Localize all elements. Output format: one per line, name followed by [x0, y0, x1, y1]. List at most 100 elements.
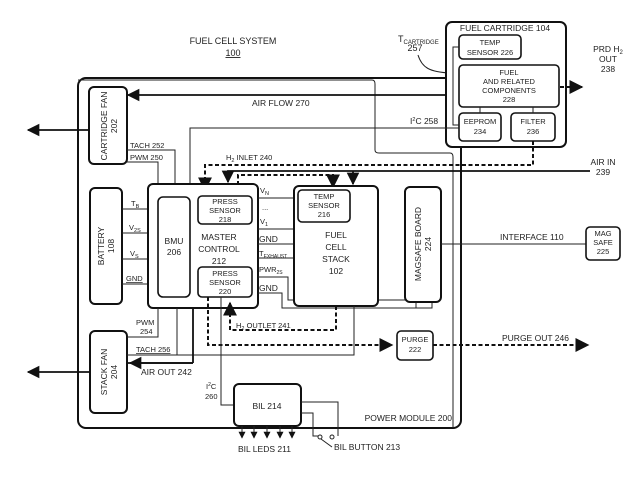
master-control-line1: MASTER	[201, 232, 236, 242]
temp-sensor-226-line2: SENSOR 226	[467, 48, 513, 57]
battery-bmu-lines	[122, 208, 158, 285]
v2s-label: V2S	[129, 223, 141, 234]
pwm-254-label-line2: 254	[140, 327, 153, 336]
air-in-label-line2: 239	[596, 167, 610, 177]
press-sensor-220-line2: SENSOR	[209, 278, 241, 287]
pwm-250-line	[127, 161, 159, 184]
stack-fan-line1: STACK FAN	[99, 349, 109, 396]
bil-button-contact-1	[317, 434, 323, 440]
fuel-cell-stack-line1: FUEL	[325, 230, 347, 240]
fuel-components-box	[458, 64, 560, 108]
i2c-260-label: I2C	[206, 382, 217, 391]
ellipsis-label: ...	[262, 203, 268, 212]
cartridge-fan-line2: 202	[109, 119, 119, 133]
components-links	[479, 107, 534, 113]
power-module-box	[77, 77, 462, 429]
tb-label: TB	[131, 199, 140, 210]
vs-label: VS	[130, 249, 139, 260]
air-out-label: AIR OUT 242	[141, 367, 192, 377]
fuel-cell-stack-line2: CELL	[325, 242, 347, 252]
mag-safe-line3: 225	[597, 247, 610, 256]
air-in-label-line1: AIR IN	[590, 157, 615, 167]
fuel-components-line4: 228	[503, 95, 516, 104]
h2-outlet-path	[223, 301, 337, 331]
prd-h2-out-line3: 238	[601, 64, 615, 74]
bil-button-contact-2	[329, 434, 335, 440]
press-sensor-218-line3: 218	[219, 215, 232, 224]
prd-h2-out-line2: OUT	[599, 54, 617, 64]
bil-button-line-1	[301, 401, 339, 436]
stack-fan-line2: 204	[109, 365, 119, 379]
purge-line1: PURGE	[402, 335, 429, 344]
pwr-2s-label: PWR2S	[259, 265, 283, 276]
fuel-components-line2: AND RELATED	[483, 77, 536, 86]
svg-text:TCARTRIDGE: TCARTRIDGE	[398, 34, 439, 46]
fuel-cartridge-label: FUEL CARTRIDGE 104	[460, 23, 550, 33]
press-sensor-220-line3: 220	[219, 287, 232, 296]
t-cartridge-label: TCARTRIDGE 257	[398, 34, 451, 74]
press-sensor-220-line1: PRESS	[212, 269, 237, 278]
vn-label: VN	[260, 186, 269, 197]
h2-inlet-branch	[237, 174, 340, 198]
temp-sensor-226-line1: TEMP	[480, 38, 501, 47]
fuel-cell-stack-line3: STACK	[322, 254, 350, 264]
eeprom-line2: 234	[474, 127, 487, 136]
gnd-1-label: GND	[259, 234, 278, 244]
press-sensor-218-line1: PRESS	[212, 197, 237, 206]
bmu-line1: BMU	[165, 236, 184, 246]
battery-line1: BATTERY	[96, 226, 106, 265]
press-sensor-220-box	[197, 266, 253, 298]
battery-line2: 108	[106, 239, 116, 253]
bmu-box	[157, 196, 191, 298]
bil-button-label: BIL BUTTON 213	[334, 442, 400, 452]
bil-label: BIL 214	[253, 401, 282, 411]
magsafe-board-line2: 224	[423, 237, 433, 251]
purge-out-label: PURGE OUT 246	[502, 333, 569, 343]
fuel-cell-stack-line4: 102	[329, 266, 343, 276]
t-exhaust-label: TEXHAUST	[259, 249, 287, 260]
t-cartridge-sub: CARTRIDGE	[404, 40, 439, 46]
interface-label: INTERFACE 110	[500, 232, 564, 242]
fuel-components-line1: FUEL	[499, 68, 518, 77]
temp-sensor-216-line1: TEMP	[314, 192, 335, 201]
air-channel-outline	[78, 79, 454, 428]
press-sensor-218-line2: SENSOR	[209, 206, 241, 215]
bil-led-arrows	[238, 426, 296, 439]
i2c-260-ref: 260	[205, 392, 218, 401]
gnd-2-label: GND	[259, 283, 278, 293]
master-control-line2: CONTROL	[198, 244, 240, 254]
bil-leds-label: BIL LEDS 211	[238, 444, 291, 454]
filter-line2: 236	[527, 127, 540, 136]
gnd-2-line	[258, 292, 433, 309]
system-title-name: FUEL CELL SYSTEM	[190, 36, 277, 46]
purge-inlet-path	[207, 297, 394, 352]
prd-h2-out-line1: PRD H2	[593, 44, 623, 56]
eeprom-line1: EEPROM	[464, 117, 497, 126]
i2c-258-label: I2C 258	[410, 116, 438, 126]
i2c-258-line	[189, 127, 459, 184]
temp-sensor-216-line3: 216	[318, 210, 331, 219]
cartridge-fan-line1: CARTRIDGE FAN	[99, 92, 109, 161]
system-title-ref: 100	[225, 48, 240, 58]
temp-sensor-216-line2: SENSOR	[308, 201, 340, 210]
mag-safe-line1: MAG	[594, 229, 611, 238]
temp-sensor-216-box	[297, 189, 351, 223]
bil-button-switch-icon	[320, 438, 333, 448]
pwm-254-line	[127, 308, 159, 338]
purge-line2: 222	[409, 345, 422, 354]
bil-button-line-2	[301, 412, 318, 437]
v1-label: V1	[260, 217, 268, 228]
pwm-250-label: PWM 250	[130, 153, 163, 162]
t-cartridge-main: T	[398, 34, 404, 44]
magsafe-board-line1: MAGSAFE BOARD	[413, 207, 423, 281]
gnd-battery-label: GND	[126, 274, 143, 283]
stack-exhaust-line	[176, 306, 355, 356]
h2-inlet-path	[198, 141, 534, 192]
tach-252-line	[127, 149, 176, 184]
battery-box	[89, 187, 123, 305]
fuel-components-line3: COMPONENTS	[482, 86, 536, 95]
h2-inlet-label: H2 INLET 240	[226, 153, 272, 164]
tach-256-label: TACH 256	[136, 345, 170, 354]
press-sensor-218-box	[197, 195, 253, 225]
h2-outlet-label: H2 OUTLET 241	[236, 321, 291, 332]
